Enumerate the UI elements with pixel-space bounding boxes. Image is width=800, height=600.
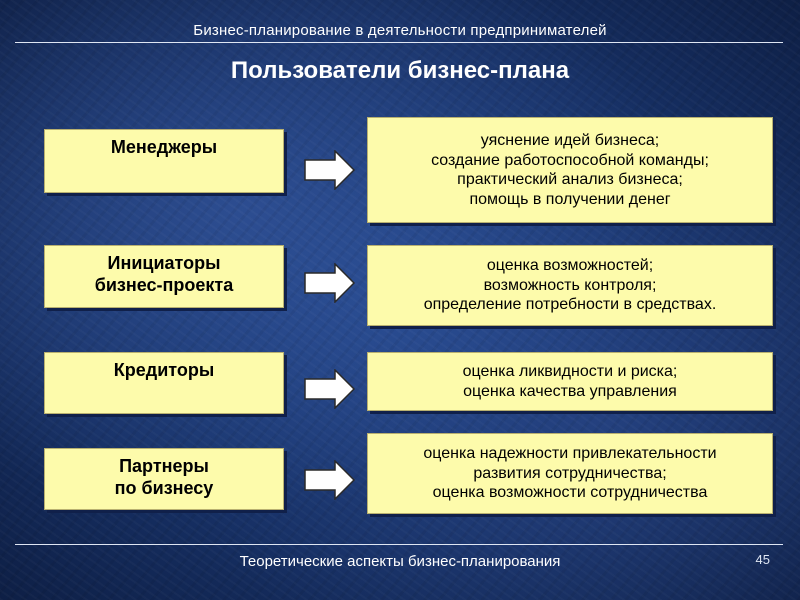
purpose-line: помощь в получении денег [469,190,671,208]
slide-title: Пользователи бизнес-плана [230,57,570,84]
purpose-line: уяснение идей бизнеса; [480,132,660,149]
purpose-line: оценка возможностей; [486,257,654,275]
purpose-box-partners: оценка надежности привлекательности разв… [367,433,773,514]
user-label-line: Инициаторы [107,253,221,273]
user-label-line: Кредиторы [113,360,215,380]
user-label-line: Менеджеры [110,137,218,157]
header-subtitle: Бизнес-планирование в деятельности предп… [193,22,607,39]
user-box-creditors: Кредиторы [44,352,284,414]
purpose-box-creditors: оценка ликвидности и риска; оценка качес… [367,352,773,411]
user-box-partners: Партнеры по бизнесу [44,448,284,510]
user-label-line: по бизнесу [114,478,214,498]
right-arrow-icon [304,263,356,303]
purpose-line: оценка качества управления [463,382,677,400]
right-arrow-icon [304,150,356,190]
purpose-line: практический анализ бизнеса; [457,171,683,188]
purpose-line: возможность контроля; [483,276,657,294]
user-box-managers: Менеджеры [44,129,284,193]
purpose-box-managers: уяснение идей бизнеса; создание работосп… [367,117,773,223]
purpose-line: оценка возможности сотрудничества [432,484,708,502]
user-box-initiators: Инициаторы бизнес-проекта [44,245,284,308]
footer-text: Теоретические аспекты бизнес-планировани… [239,553,561,570]
header-rule [15,42,783,43]
footer-rule [15,544,783,545]
user-label-line: бизнес-проекта [94,275,234,295]
purpose-box-initiators: оценка возможностей; возможность контрол… [367,245,773,326]
right-arrow-icon [304,369,356,409]
user-label-line: Партнеры [119,456,209,476]
purpose-line: развития сотрудничества; [473,464,667,482]
purpose-line: создание работоспособной команды; [431,151,709,169]
purpose-line: оценка ликвидности и риска; [462,363,678,380]
page-number: 45 [755,552,770,567]
purpose-line: определение потребности в средствах. [423,296,717,314]
right-arrow-icon [304,460,356,500]
purpose-line: оценка надежности привлекательности [423,445,717,463]
